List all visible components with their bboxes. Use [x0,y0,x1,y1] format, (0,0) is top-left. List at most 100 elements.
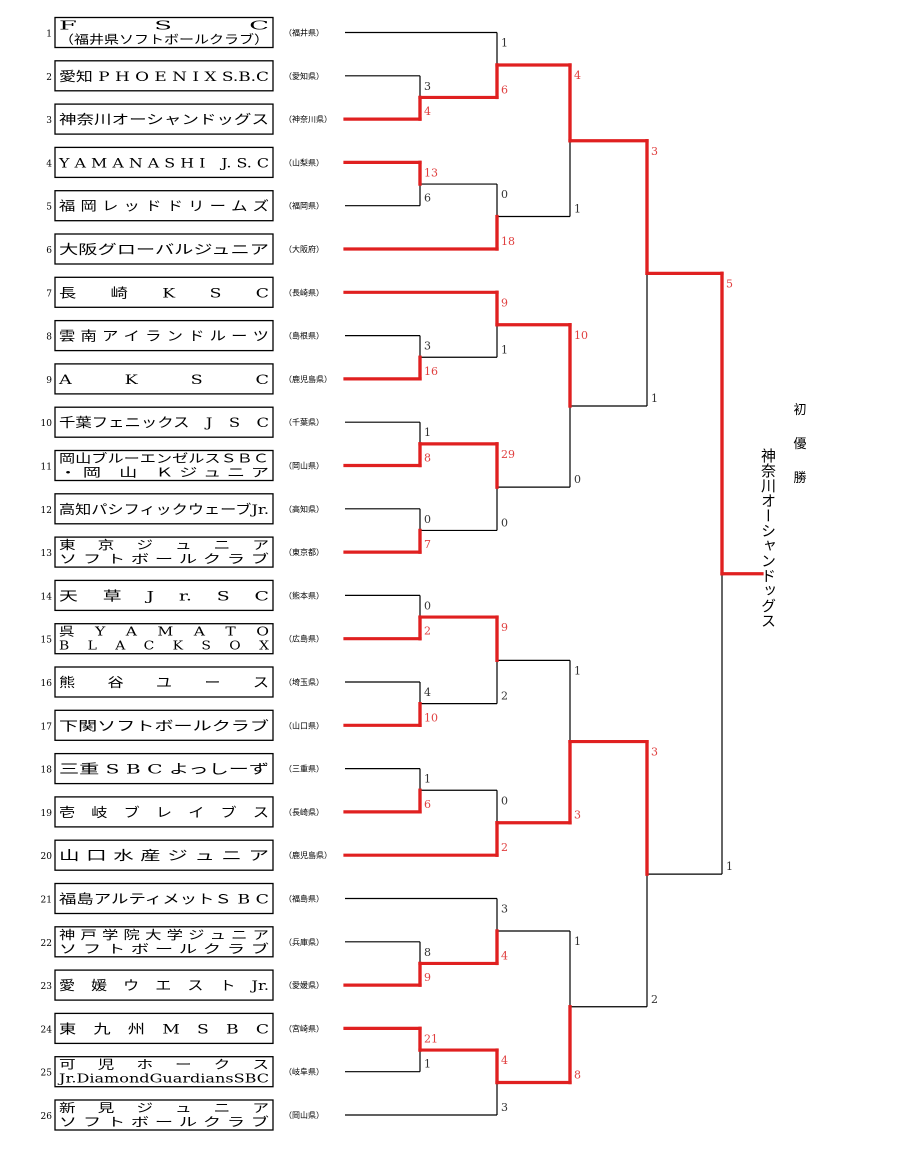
team-prefecture: （福井県） [284,28,324,38]
team-name: 神奈川オーシャンドッグス [59,113,269,128]
team-name-line1: 可 児 ホ ー ク ス [59,1058,269,1072]
team-name-box [54,1056,274,1088]
team-prefecture: （長崎県） [284,287,324,297]
team-name-line2: B L A C K S O X [59,639,270,653]
loser-score: 1 [501,37,508,50]
loser-score: 1 [424,773,431,786]
team-name-box [54,449,274,482]
winner-score: 8 [574,1069,581,1082]
team-seed: 3 [46,116,52,126]
team-name-box [54,579,274,612]
team-prefecture: （三重県） [284,764,324,774]
team-entry: 3 神奈川オーシャンドッグス （神奈川県） [46,103,332,135]
loser-score: 1 [424,426,431,439]
loser-score: 1 [574,203,581,216]
team-prefecture: （福島県） [284,894,324,904]
team-seed: 25 [41,1069,53,1079]
winner-score: 2 [501,841,508,854]
team-name-box [54,709,274,741]
loser-score: 0 [424,599,431,612]
winner-score: 4 [501,1054,508,1067]
team-prefecture: （島根県） [284,331,324,341]
champion-label-2: 優 [793,437,806,452]
champion-label-3: 勝 [793,471,806,486]
winner-score: 5 [726,277,733,290]
loser-score: 1 [574,935,581,948]
loser-score: 4 [424,686,431,699]
team-name: 福 岡 レ ッ ド ド リ ー ム ズ [59,199,269,215]
loser-score: 8 [424,946,431,959]
team-name-box [54,103,274,135]
team-name: 長 崎 K S C [59,286,269,301]
team-seed: 19 [41,809,53,819]
loser-score: 1 [424,1058,431,1071]
team-name-box [54,969,274,1001]
team-name: Y A M A N A S H I J. S. C [58,156,269,171]
team-name-box [54,60,274,92]
team-prefecture: （愛知県） [284,71,324,81]
team-seed: 8 [46,333,52,343]
winner-score: 8 [424,452,431,465]
team-prefecture: （鹿児島県） [284,850,332,860]
loser-score: 0 [501,516,508,529]
loser-score: 2 [651,993,658,1006]
team-name-line2: Jr.DiamondGuardiansSBC [56,1072,269,1086]
winner-score: 18 [501,235,515,248]
team-name-box [54,666,274,698]
team-prefecture: （神奈川県） [284,114,332,124]
team-seed: 2 [46,73,52,83]
winner-score: 4 [424,105,431,118]
team-name-box [54,146,274,179]
winner-path [343,63,764,1085]
team-prefecture: （高知県） [284,504,324,514]
team-prefecture: （千葉県） [284,417,324,427]
winner-score: 3 [651,746,658,759]
team-name-line1: 呉 Y A M A T O [59,625,269,639]
team-name: 下関ソフトボールクラブ [59,718,269,734]
team-name: 千葉フェニックス J S C [59,416,269,431]
team-name: 愛知 P H O E N I X S.B.C [59,69,269,85]
team-entry: 26新 見 ジ ュ ニ アソ フ ト ボ ー ル ク ラ ブ（岡山県） [41,1099,324,1131]
loser-score: 1 [501,343,508,356]
winner-score: 13 [424,166,438,179]
team-name: 高知パシフィックウェーブJr. [59,502,269,518]
team-seed: 24 [41,1025,53,1035]
team-prefecture: （広島県） [284,634,324,644]
team-entry: 10 千葉フェニックス J S C （千葉県） [41,406,324,438]
team-name: 三重 S B C よっしーず [59,762,269,778]
team-prefecture: （埼玉県） [284,677,324,687]
winner-score: 10 [424,711,438,724]
team-prefecture: （山梨県） [284,157,324,167]
team-name-box [54,536,274,568]
loser-score: 0 [501,794,508,807]
team-name: 東 九 州 M S B C [59,1021,269,1037]
team-prefecture: （福岡県） [284,202,324,211]
winner-score: 9 [501,621,508,634]
team-name: A K S C [58,373,269,388]
team-name-box [54,623,274,655]
team-name-line2: （福井県ソフトボールクラブ） [59,32,269,47]
team-prefecture: （愛媛県） [284,980,324,990]
team-name-line1: F S C [59,19,269,33]
loser-score: 1 [726,860,733,873]
winner-score: 3 [651,145,658,158]
team-name-box [54,796,274,828]
team-seed: 4 [46,159,52,169]
team-name: 大阪グローバルジュニア [59,243,269,258]
loser-score: 0 [424,513,431,526]
winner-score: 4 [574,69,581,82]
team-seed: 9 [46,376,52,386]
team-seed: 10 [41,419,53,429]
loser-score: 3 [501,903,508,916]
team-seed: 15 [41,636,53,646]
team-name: 愛 媛 ウ エ ス ト Jr. [59,979,269,994]
team-entry: 4 Y A M A N A S H I J. S. C （山梨県） [46,146,324,179]
